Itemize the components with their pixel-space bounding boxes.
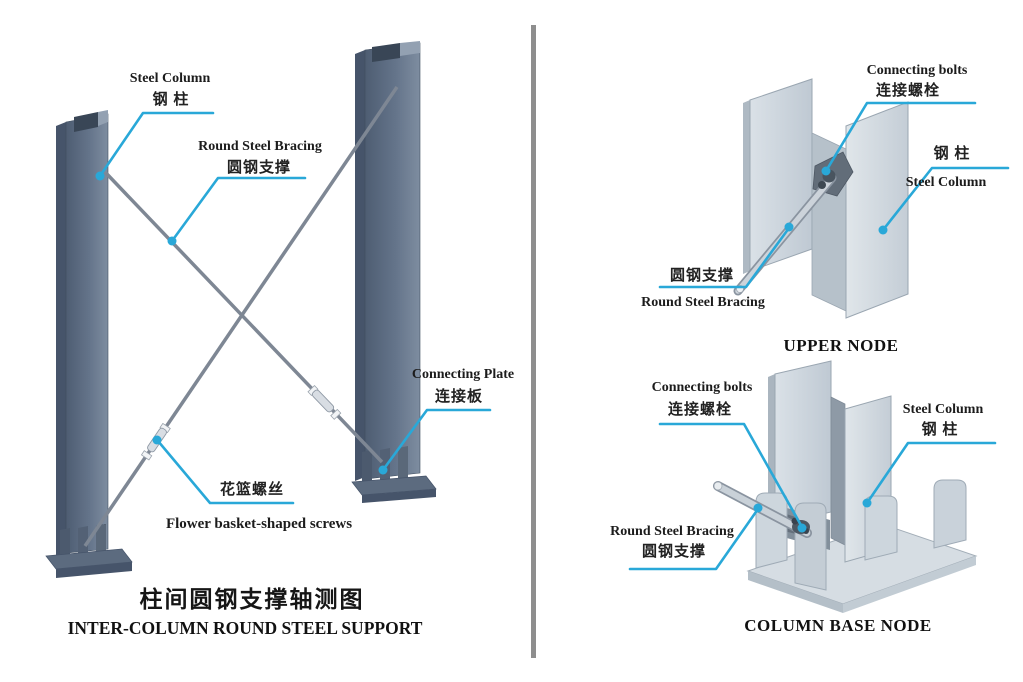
panel-divider xyxy=(531,25,536,658)
upper-node-title: UPPER NODE xyxy=(783,336,898,355)
base-bracing-label-en: Round Steel Bracing xyxy=(610,524,734,539)
base-connecting-bolts-label-zh: 连接螺栓 xyxy=(668,400,732,418)
base-node-column-graphic xyxy=(713,360,978,613)
leader-dot xyxy=(862,498,872,508)
flower-basket-label-zh: 花篮螺丝 xyxy=(220,480,284,498)
upper-node-column-graphic xyxy=(733,78,909,319)
left-diagram: Steel Column 钢 柱 Round Steel Bracing 圆钢支… xyxy=(45,41,514,638)
leader-dot xyxy=(784,222,794,232)
leader-dot xyxy=(167,236,177,246)
flower-basket-label-en: Flower basket-shaped screws xyxy=(166,516,352,532)
leader-flower-basket xyxy=(156,439,295,505)
leader-bracing-left xyxy=(170,176,307,243)
right-steel-column-graphic xyxy=(351,41,437,503)
upper-bracing-label-zh: 圆钢支撑 xyxy=(670,266,734,284)
upper-bracing-label-en: Round Steel Bracing xyxy=(641,295,765,310)
left-title-en: INTER-COLUMN ROUND STEEL SUPPORT xyxy=(68,618,423,638)
upper-connecting-bolts-label-en: Connecting bolts xyxy=(867,63,968,78)
leader-dot xyxy=(753,503,763,513)
base-steel-column-label-zh: 钢 柱 xyxy=(922,420,959,438)
steel-column-label-en: Steel Column xyxy=(130,71,211,86)
steel-column-label-zh: 钢 柱 xyxy=(153,90,190,108)
leader-dot xyxy=(878,225,888,235)
upper-steel-column-label-en: Steel Column xyxy=(906,175,987,190)
upper-steel-column-label-zh: 钢 柱 xyxy=(934,144,971,162)
connecting-plate-label-zh: 连接板 xyxy=(435,387,483,405)
brace-rod-a xyxy=(104,171,384,464)
leader-connecting-bolts-base xyxy=(658,422,804,529)
leader-dot xyxy=(821,166,831,176)
left-title-zh: 柱间圆钢支撑轴测图 xyxy=(140,586,365,612)
leader-bracing-upper xyxy=(658,226,791,289)
base-bracing-label-zh: 圆钢支撑 xyxy=(642,542,706,560)
leader-dot xyxy=(95,171,105,181)
column-base-node-title: COLUMN BASE NODE xyxy=(744,616,931,635)
leader-dot xyxy=(152,435,162,445)
base-node-brace-rod xyxy=(714,482,811,537)
leader-connecting-bolts-upper xyxy=(824,101,977,173)
connecting-plate-label-en: Connecting Plate xyxy=(412,367,514,382)
base-steel-column-label-en: Steel Column xyxy=(903,402,984,417)
column-base-node-diagram: Connecting bolts 连接螺栓 Steel Column 钢 柱 R… xyxy=(610,360,997,635)
round-steel-bracing-label-en: Round Steel Bracing xyxy=(198,139,322,154)
brace-rod-b xyxy=(83,86,399,547)
leader-steel-column-upper xyxy=(881,166,1010,232)
leader-steel-column-left xyxy=(98,111,215,178)
leader-dot xyxy=(797,523,807,533)
brace-rods-graphic xyxy=(83,86,399,547)
turnbuckle-a xyxy=(307,385,342,420)
leader-dot xyxy=(378,465,388,475)
base-connecting-bolts-label-en: Connecting bolts xyxy=(652,380,753,395)
leader-connecting-plate xyxy=(381,408,492,472)
left-steel-column-graphic xyxy=(45,110,133,578)
upper-connecting-bolts-label-zh: 连接螺栓 xyxy=(876,81,940,99)
leader-steel-column-base xyxy=(865,441,997,505)
round-steel-bracing-label-zh: 圆钢支撑 xyxy=(227,158,291,176)
leader-bracing-base xyxy=(628,507,760,571)
upper-node-diagram: Connecting bolts 连接螺栓 钢 柱 Steel Column 圆… xyxy=(641,63,1010,355)
